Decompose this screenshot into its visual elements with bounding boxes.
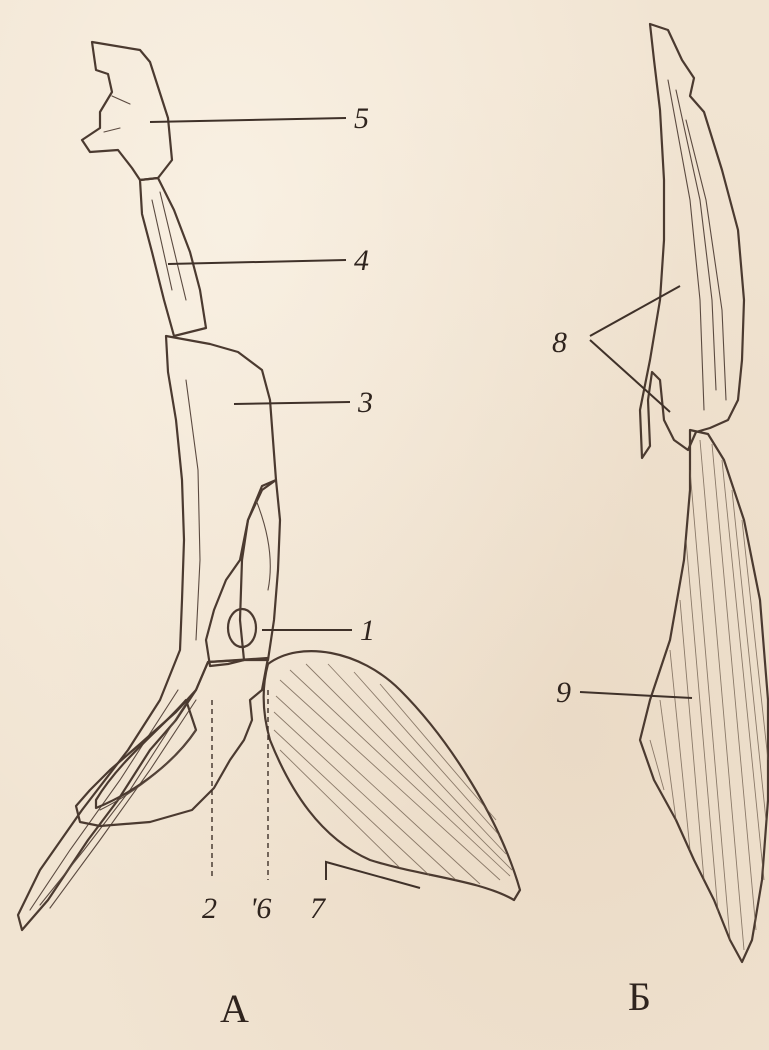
bone-8 bbox=[640, 24, 744, 458]
label-5: 5 bbox=[354, 102, 369, 135]
bone-5 bbox=[82, 42, 172, 180]
bone-3 bbox=[18, 336, 276, 930]
figure-b bbox=[640, 24, 768, 962]
label-9: 9 bbox=[556, 676, 571, 709]
label-7: 7 bbox=[310, 892, 327, 925]
label-6: '6 bbox=[250, 892, 271, 925]
label-8: 8 bbox=[552, 326, 567, 359]
label-2: 2 bbox=[202, 892, 217, 925]
bone-4 bbox=[140, 178, 206, 336]
panel-label-a: А bbox=[220, 986, 249, 1031]
label-3: 3 bbox=[357, 386, 373, 419]
label-1: 1 bbox=[360, 614, 375, 647]
leader-lines bbox=[150, 118, 692, 888]
fin-7-hatching bbox=[274, 664, 512, 884]
panel-label-b: Б bbox=[628, 974, 651, 1019]
bone-1 bbox=[206, 480, 280, 666]
label-4: 4 bbox=[354, 244, 369, 277]
figure-a bbox=[18, 42, 520, 930]
fin-9-hatching bbox=[650, 440, 768, 950]
